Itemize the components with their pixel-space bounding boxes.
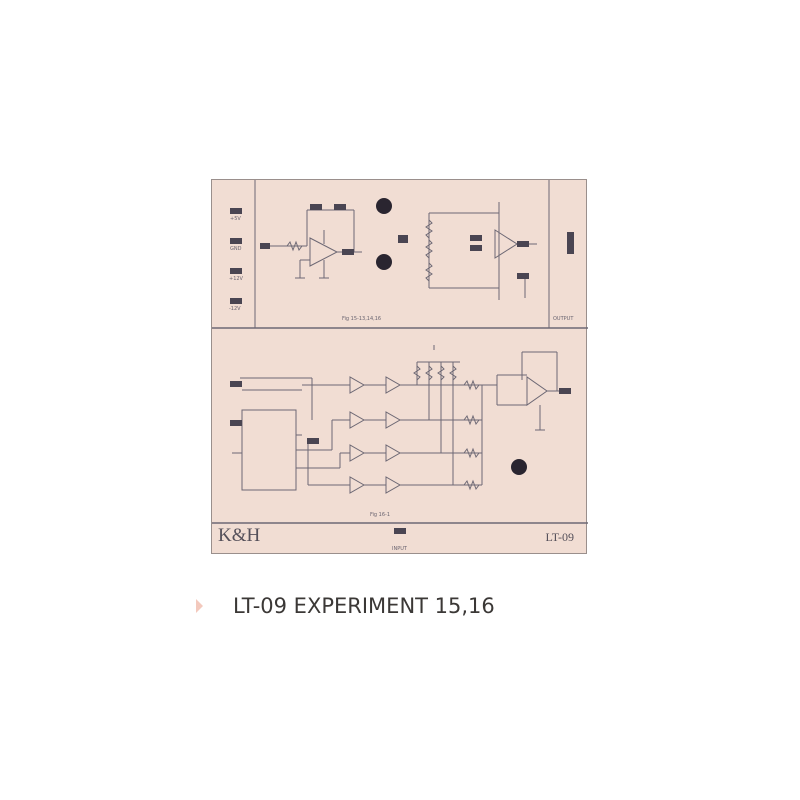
circuit-board: +5V GND +12V -12V Fig 15-13,14,16 OUTPUT… [211,179,588,554]
product-caption: LT-09 EXPERIMENT 15,16 [196,590,495,622]
caption-text: LT-09 EXPERIMENT 15,16 [233,594,495,618]
top-figure-label: Fig 15-13,14,16 [342,316,382,322]
output-label: OUTPUT [553,316,574,322]
power-label-neg12v: -12V [229,306,241,312]
input-label: INPUT [392,546,407,552]
schematic-diagram [212,180,588,534]
power-label-5v: +5V [230,216,241,222]
triangle-right-icon [196,599,203,613]
power-label-gnd: GND [230,246,242,252]
power-label-12v: +12V [229,276,243,282]
brand-logo: K&H [218,525,261,546]
model-label: LT-09 [545,530,574,544]
bottom-figure-label: Fig 16-1 [370,512,391,518]
